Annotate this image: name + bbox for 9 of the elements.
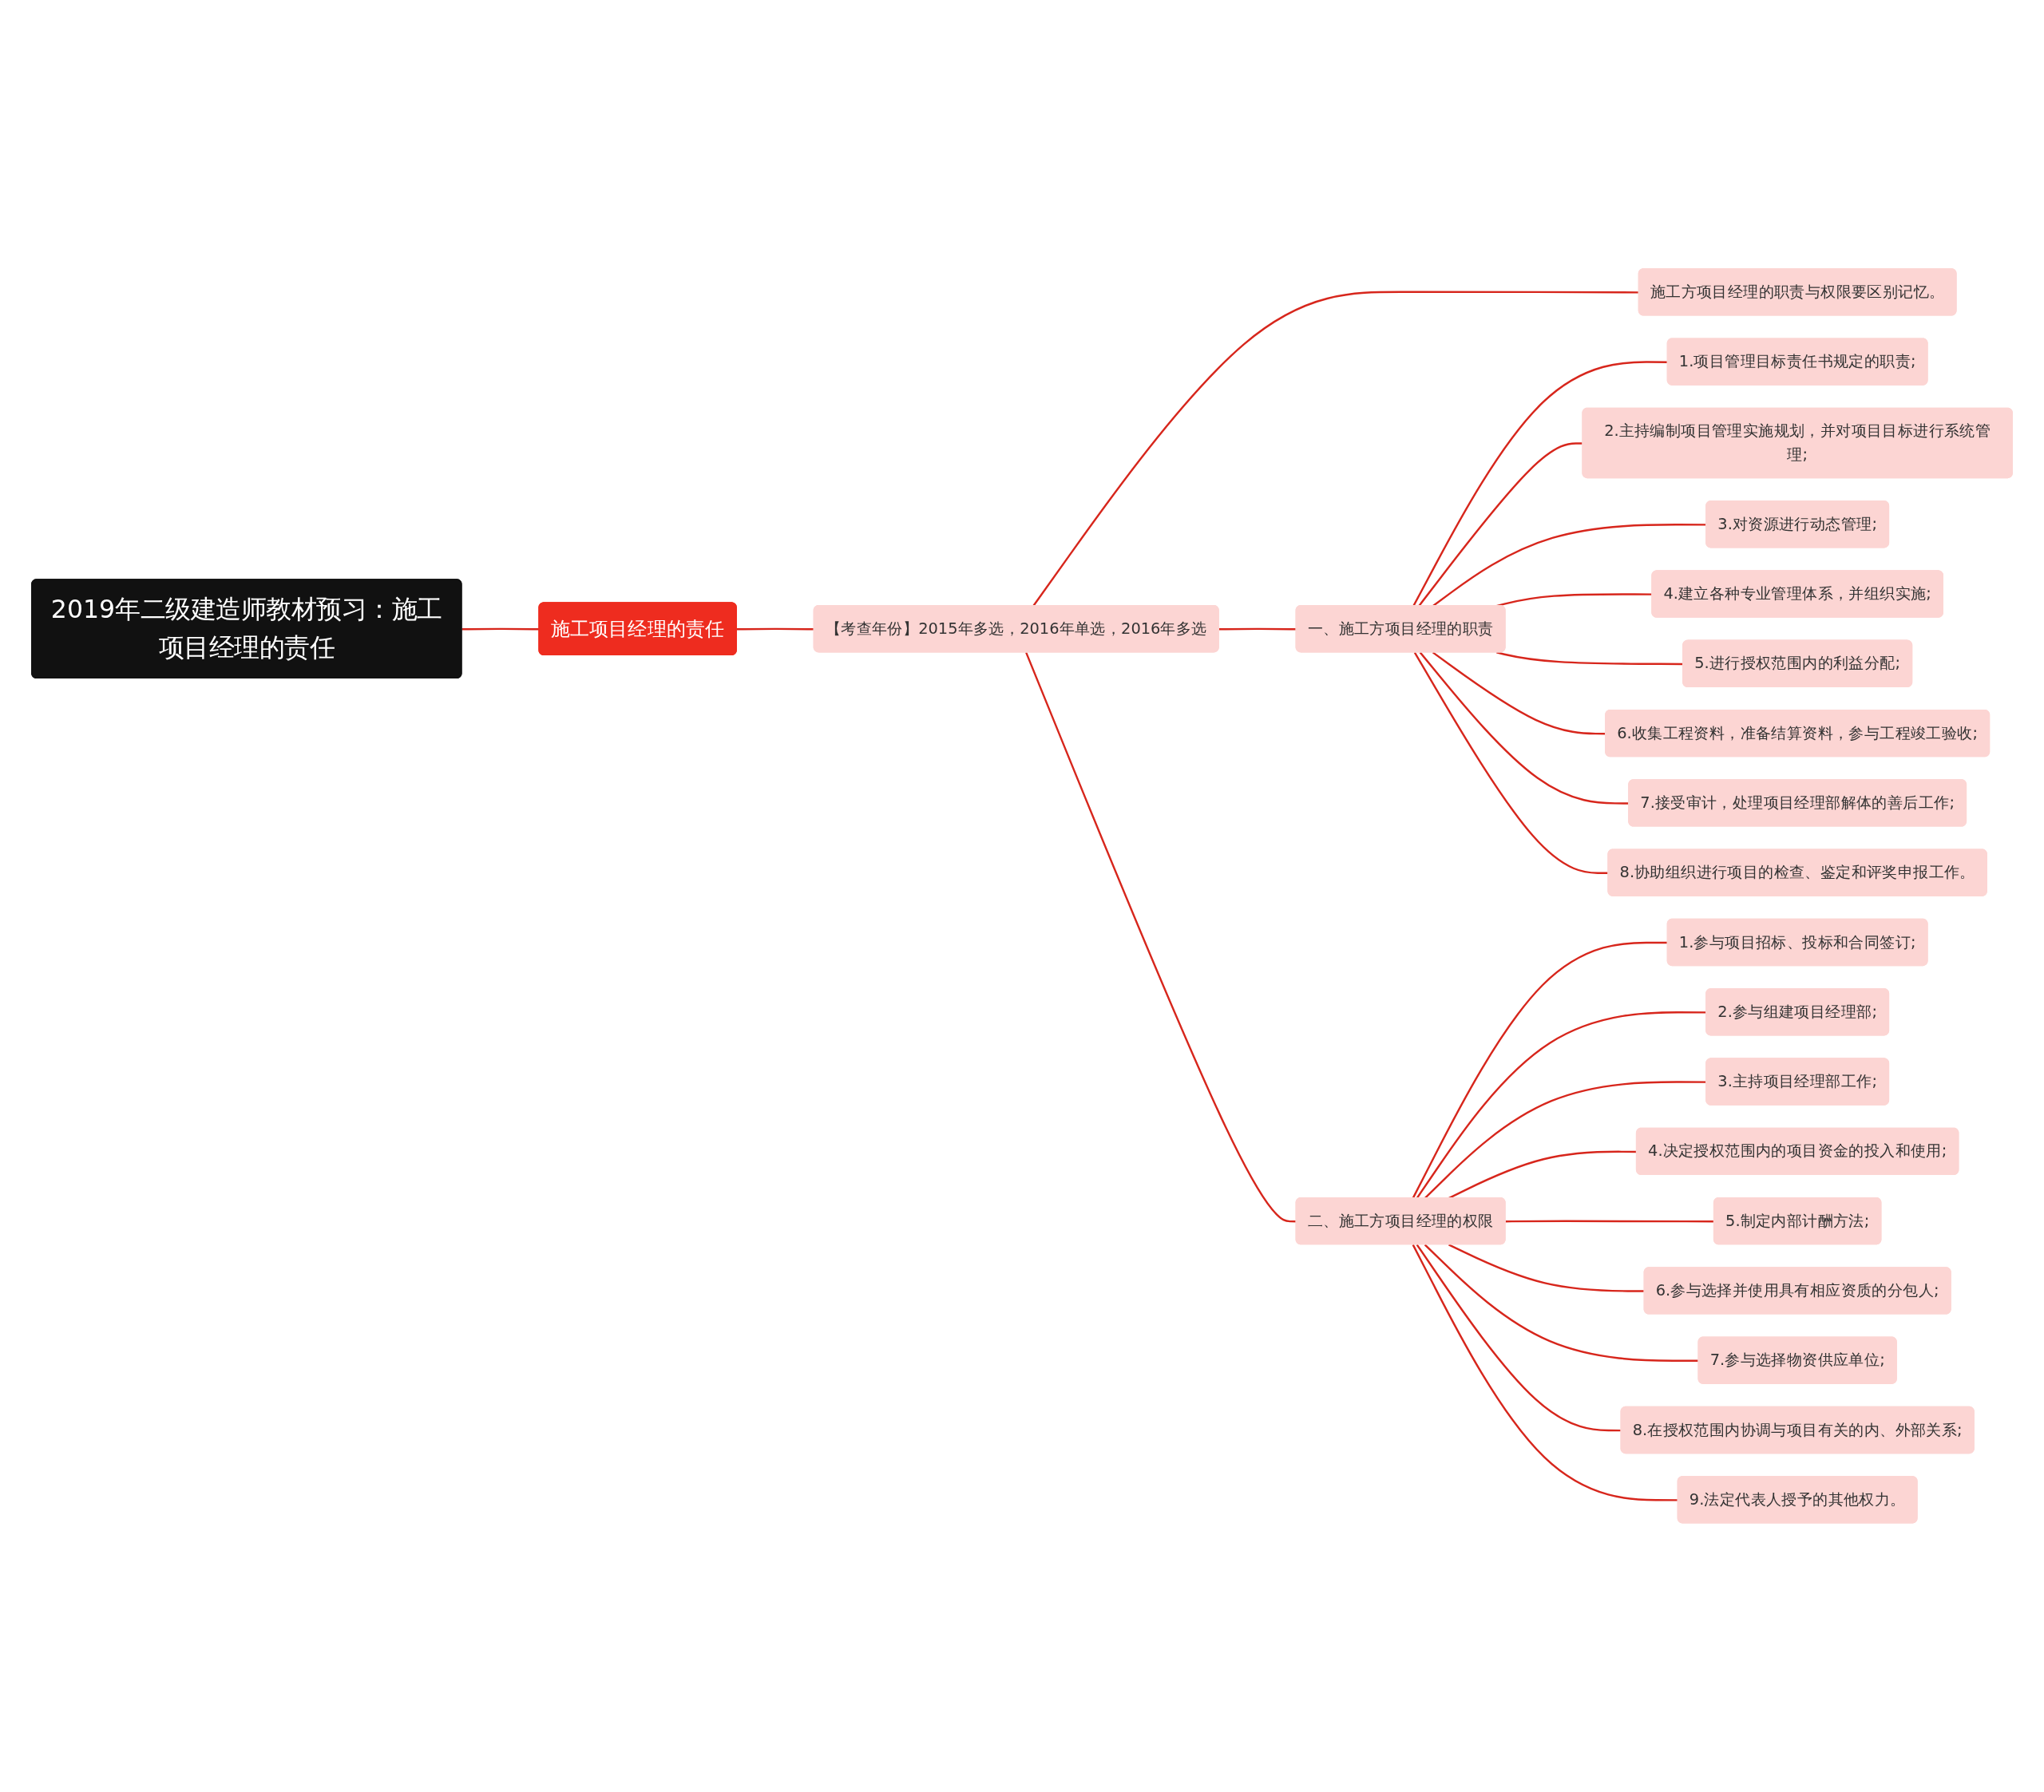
connector bbox=[1412, 1244, 1678, 1501]
connector bbox=[1025, 652, 1297, 1223]
connector bbox=[1448, 1244, 1645, 1292]
connector bbox=[1218, 627, 1297, 631]
connector bbox=[1416, 1244, 1622, 1432]
connector bbox=[1412, 942, 1668, 1199]
connector bbox=[1424, 1244, 1699, 1363]
connector bbox=[736, 627, 814, 631]
connector bbox=[1412, 361, 1668, 607]
